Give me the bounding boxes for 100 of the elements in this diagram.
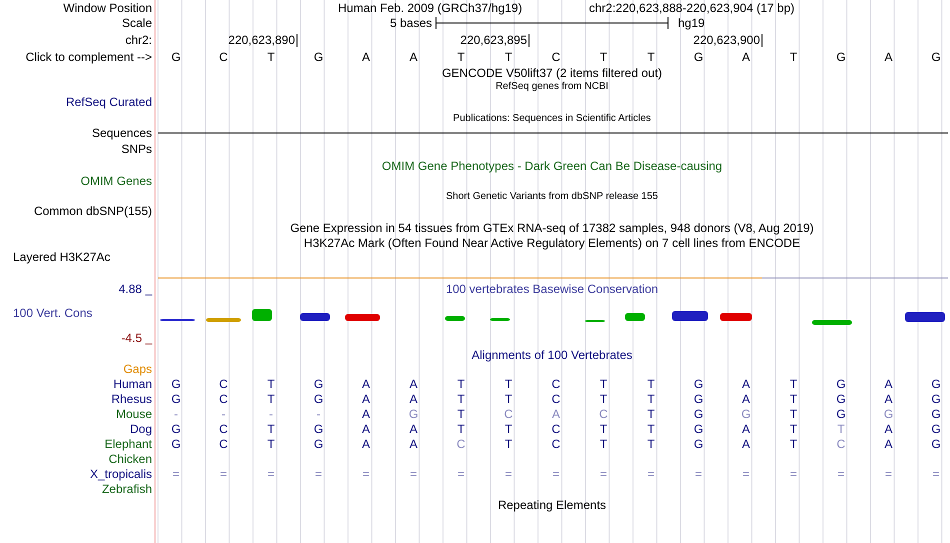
base-letter: G <box>694 437 704 451</box>
base-letter: G <box>314 392 324 406</box>
row-label: Click to complement --> <box>26 50 152 64</box>
base-letter: G <box>171 437 181 451</box>
base-letter: A <box>362 422 370 436</box>
base-letter: = <box>742 467 750 481</box>
base-letter: T <box>600 392 608 406</box>
species-label: Chicken <box>108 452 152 466</box>
base-letter: T <box>267 50 275 64</box>
base-letter: G <box>931 392 941 406</box>
base-letter: = <box>268 467 274 481</box>
base-letter: A <box>742 392 750 406</box>
base-letter: G <box>836 407 846 421</box>
row-label: Window Position <box>63 1 152 15</box>
base-letter: T <box>600 422 608 436</box>
base-letter: T <box>457 392 465 406</box>
base-letter: T <box>837 422 845 436</box>
species-label: X_tropicalis <box>90 467 152 481</box>
base-letter: = <box>600 467 607 481</box>
base-letter: C <box>552 392 560 406</box>
base-letter: A <box>742 377 750 391</box>
base-letter: G <box>314 377 324 391</box>
base-letter: G <box>694 50 704 64</box>
base-letter: = <box>885 467 892 481</box>
base-letter: T <box>267 392 275 406</box>
assembly-label: hg19 <box>678 16 705 30</box>
base-letter: T <box>504 422 512 436</box>
base-letter: T <box>267 377 275 391</box>
base-letter: C <box>552 377 560 391</box>
track-title: Publications: Sequences in Scientific Articles <box>453 112 651 126</box>
track-label: Layered H3K27Ac <box>13 250 110 264</box>
base-letter: T <box>790 392 798 406</box>
base-letter: G <box>931 50 941 64</box>
base-letter: T <box>504 377 512 391</box>
base-letter: A <box>884 392 892 406</box>
base-letter: T <box>600 50 608 64</box>
base-letter: G <box>884 407 894 421</box>
base-letter: G <box>694 392 704 406</box>
base-letter: T <box>790 50 798 64</box>
track-title: RefSeq genes from NCBI <box>496 80 608 94</box>
scale-label: 5 bases <box>390 16 432 30</box>
base-letter: = <box>505 467 512 481</box>
base-letter: T <box>457 422 465 436</box>
base-letter: T <box>267 422 275 436</box>
base-letter: A <box>884 377 892 391</box>
base-letter: G <box>931 407 941 421</box>
base-letter: = <box>315 467 322 481</box>
base-letter: T <box>790 437 798 451</box>
base-letter: C <box>836 437 846 451</box>
base-letter: C <box>552 50 560 64</box>
track-label: Sequences <box>92 126 152 140</box>
track-label: Common dbSNP(155) <box>34 204 152 218</box>
track-title: H3K27Ac Mark (Often Found Near Active Regulatory Elements) on 7 cell lines from ENCODE <box>304 236 800 250</box>
base-letter: = <box>932 467 940 481</box>
track-title: Gene Expression in 54 tissues from GTEx RNA-seq of 17382 samples, 948 donors (V8, Aug 2019) <box>290 221 814 235</box>
base-letter: G <box>694 407 704 421</box>
base-letter: T <box>504 392 512 406</box>
base-letter: G <box>314 422 324 436</box>
base-letter: = <box>220 467 227 481</box>
base-letter: - <box>222 407 226 421</box>
axis-value: -4.5 _ <box>121 331 152 345</box>
base-letter: - <box>316 407 320 421</box>
base-letter: - <box>269 407 273 421</box>
species-label: Mouse <box>116 407 152 421</box>
base-letter: G <box>694 422 704 436</box>
base-letter: A <box>362 377 370 391</box>
track-label: OMIM Genes <box>80 174 152 188</box>
base-letter: A <box>742 50 750 64</box>
base-letter: T <box>457 377 465 391</box>
base-letter: T <box>504 50 512 64</box>
base-letter: A <box>410 50 418 64</box>
base-letter: G <box>836 377 846 391</box>
base-letter: T <box>647 407 655 421</box>
base-letter: A <box>552 407 560 421</box>
base-letter: A <box>410 392 418 406</box>
base-letter: G <box>171 377 181 391</box>
track-title: Alignments of 100 Vertebrates <box>472 348 632 362</box>
track-title: 100 vertebrates Basewise Conservation <box>446 282 658 296</box>
track-label: 100 Vert. Cons <box>13 306 92 320</box>
position-label: chr2:220,623,888-220,623,904 (17 bp) <box>589 1 794 15</box>
base-letter: = <box>838 467 844 481</box>
base-letter: A <box>410 422 418 436</box>
base-letter: T <box>647 422 655 436</box>
track-title: Short Genetic Variants from dbSNP release 155 <box>446 190 658 204</box>
base-letter: = <box>362 467 370 481</box>
base-letter: T <box>267 437 275 451</box>
base-letter: G <box>171 392 181 406</box>
base-letter: C <box>219 50 228 64</box>
base-letter: T <box>647 392 655 406</box>
base-letter: C <box>599 407 608 421</box>
base-letter: C <box>456 437 466 451</box>
base-letter: = <box>410 467 417 481</box>
base-letter: T <box>647 50 655 64</box>
row-label: chr2: <box>125 33 152 47</box>
base-letter: G <box>408 407 418 421</box>
species-label: Zebrafish <box>102 482 152 496</box>
base-letter: = <box>172 467 180 481</box>
ruler-number: 220,623,890 <box>228 33 295 47</box>
species-label: Dog <box>130 422 152 436</box>
base-letter: G <box>836 392 846 406</box>
